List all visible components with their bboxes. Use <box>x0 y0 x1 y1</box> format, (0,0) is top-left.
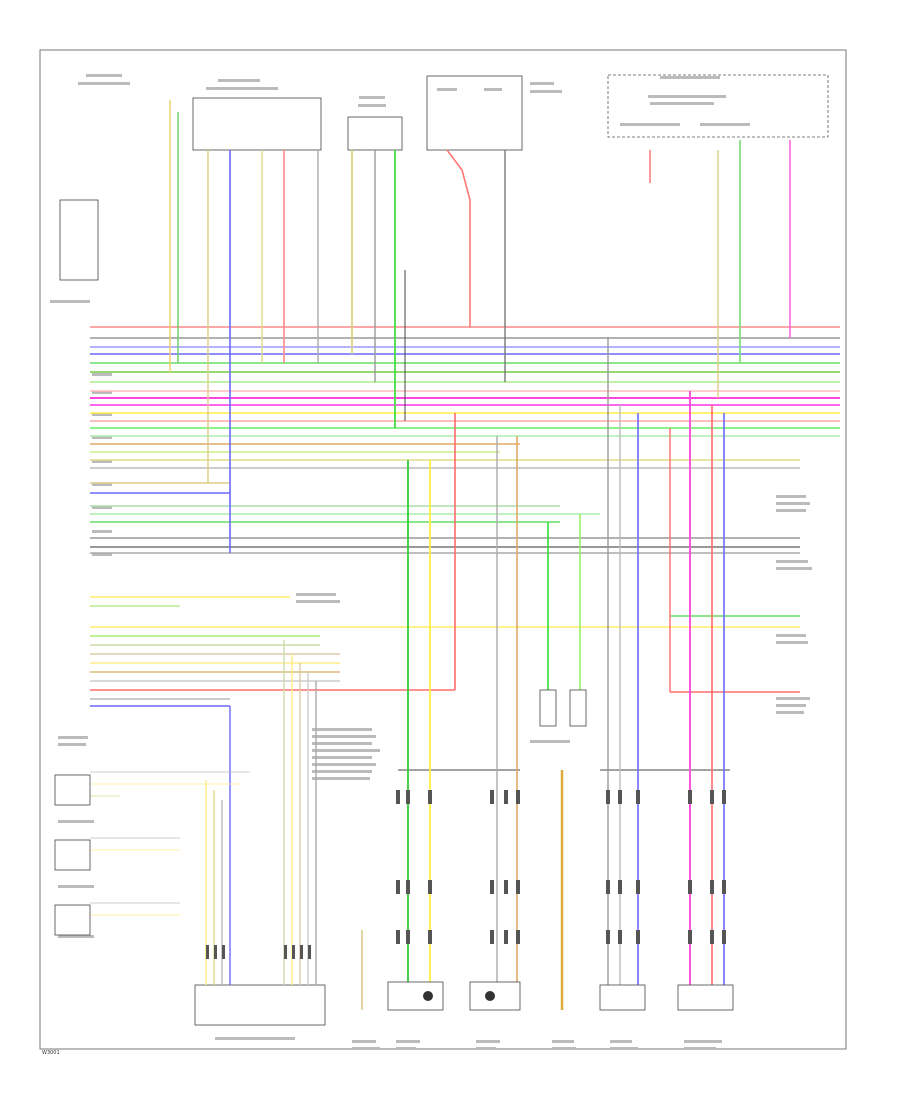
ecm-power-box <box>426 75 523 151</box>
left-sensor-clusters <box>54 771 250 936</box>
shift-lock-box <box>59 199 99 281</box>
sensor-box-3 <box>599 984 646 1011</box>
sensor-element <box>423 991 433 1001</box>
page-code: W3001 <box>42 1050 60 1056</box>
sensor-element <box>485 991 495 1001</box>
fuse-box <box>347 116 403 151</box>
label-marks <box>50 74 812 1050</box>
bottom-sensors <box>387 981 734 1011</box>
horizontal-wires <box>90 326 840 771</box>
bottom-connectors <box>206 790 726 959</box>
solenoids <box>539 689 587 727</box>
vertical-wires <box>169 100 791 1010</box>
diagram-border <box>39 49 847 1050</box>
sensor-box-4 <box>677 984 734 1011</box>
pcm-box <box>194 984 326 1026</box>
clutch-switch-box <box>192 97 322 151</box>
sensor-box-1 <box>387 981 444 1011</box>
top-components <box>59 74 829 1026</box>
instrument-cluster-box <box>607 74 829 138</box>
sensor-box-2 <box>469 981 521 1011</box>
